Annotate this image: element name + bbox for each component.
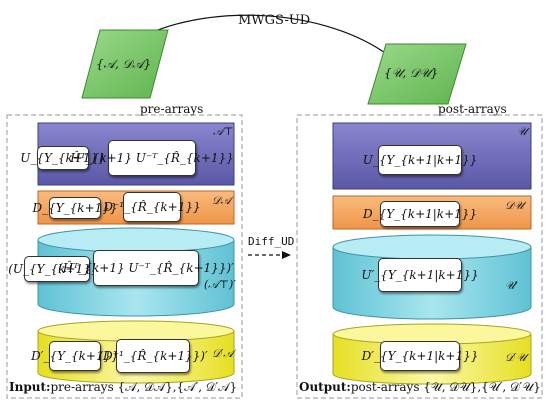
symbol-A-transpose: 𝒜⊤	[213, 125, 234, 138]
output-caption-bold: Output:	[299, 380, 351, 394]
cell-U-Y-post-prime: U′_{Y_{k+1|k+1}}	[361, 258, 479, 292]
cell-U-Y: U_{Y_{k+1}}	[20, 146, 106, 170]
cell-D-R-inverse: D⁻¹_{R̂_{k+1}}	[103, 192, 201, 222]
cylinder-U-prime	[332, 234, 532, 320]
symbol-D-U: 𝒟𝒰	[505, 199, 524, 212]
diff-ud-label: Diff_UD	[248, 235, 295, 248]
input-parameter-shape	[81, 29, 169, 99]
output-caption: Output:post-arrays {𝒰, 𝒟𝒰},{𝒰′, 𝒟′𝒰}	[299, 381, 541, 393]
pre-arrays-header: pre-arrays	[140, 102, 204, 116]
output-parameter-label: {𝒰, 𝒟𝒰}	[384, 66, 439, 80]
transform-title: MWGS-UD	[238, 13, 311, 28]
symbol-U-prime: 𝒰′	[505, 279, 518, 292]
pre-arrays-container	[6, 114, 243, 399]
output-caption-text: post-arrays {𝒰, 𝒟𝒰},{𝒰′, 𝒟′𝒰}	[350, 380, 541, 394]
symbol-A-prime: (𝒜⊤)′	[204, 278, 236, 291]
symbol-D-A: 𝒟𝒜	[212, 194, 232, 207]
cell-H-U-R-prime: (Ĥᵀ_{k+1} U⁻ᵀ_{R̂_{k+1}})′	[58, 250, 234, 286]
symbol-D-prime-A: 𝒟′𝒜	[212, 347, 234, 360]
output-parameter-shape	[367, 43, 467, 105]
cell-H-U-R: Ĥᵀ_{k+1} U⁻ᵀ_{R̂_{k+1}}	[70, 140, 234, 176]
input-parameter-label: {𝒜, 𝒟𝒜}	[96, 57, 152, 71]
cell-U-Y-post: U_{Y_{k+1|k+1}}	[363, 145, 477, 175]
cell-D-Y-prime: D′_{Y_{k+1}}	[31, 341, 119, 371]
input-caption-text: pre-arrays {𝒜, 𝒟𝒜},{𝒜′, 𝒟′𝒜}	[50, 380, 238, 394]
input-caption: Input:pre-arrays {𝒜, 𝒟𝒜},{𝒜′, 𝒟′𝒜}	[9, 381, 237, 393]
post-arrays-header: post-arrays	[438, 102, 507, 116]
cell-D-Y-post: D_{Y_{k+1|k+1}}	[363, 201, 477, 227]
input-caption-bold: Input:	[9, 380, 51, 394]
symbol-D-prime-U: 𝒟′𝒰	[505, 351, 527, 364]
symbol-U: 𝒰	[517, 125, 527, 138]
cell-U-Y-prime: (U_{Y_{k+1}})′	[8, 256, 106, 282]
cell-D-Y: D_{Y_{k+1}}	[32, 197, 118, 219]
cell-D-R-inverse-prime: (D⁻¹_{R̂_{k+1}})′	[98, 339, 208, 373]
cell-D-Y-post-prime: D′_{Y_{k+1|k+1}}	[362, 341, 478, 371]
post-arrays-container	[296, 114, 543, 399]
